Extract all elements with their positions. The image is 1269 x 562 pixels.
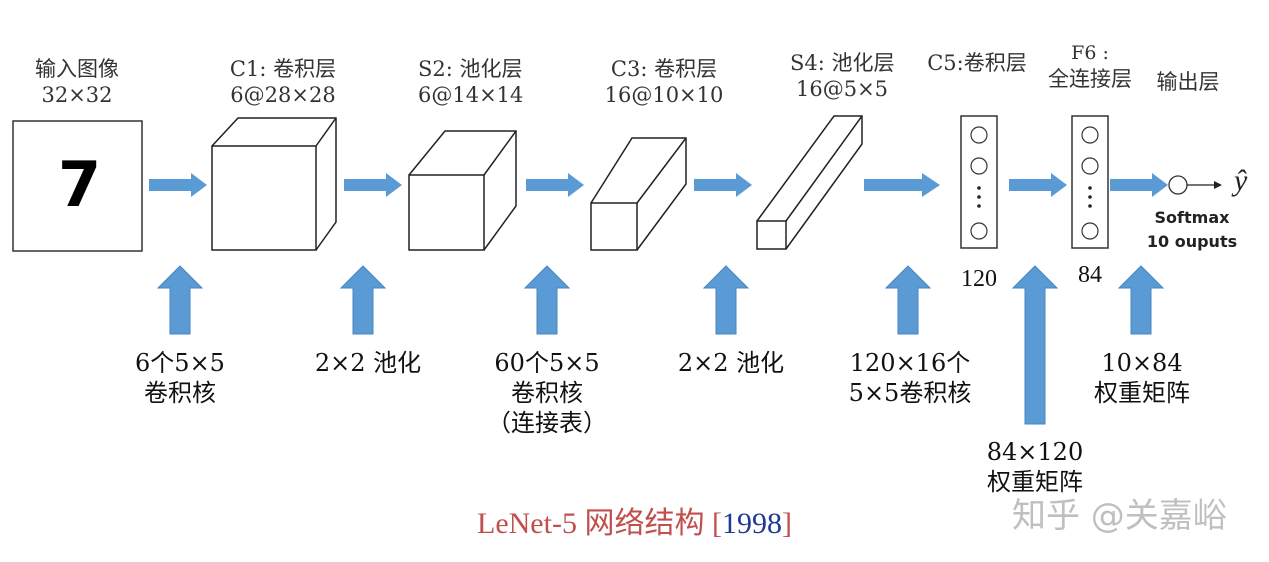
watermark: 知乎 @关嘉峪 — [1012, 496, 1227, 536]
s2-cube — [408, 130, 517, 251]
output-layer-label: 输出层 — [1156, 70, 1220, 94]
softmax-note: Softmax 10 ouputs — [1146, 208, 1238, 251]
flow-arrow-icon — [149, 173, 207, 197]
c1-layer-label: C1: 卷积层 6@28×28 — [229, 57, 337, 108]
operation-label-s4: 2×2 池化 — [677, 349, 785, 377]
operation-label-c5: 120×16个 5×5卷积核 — [848, 349, 972, 407]
flow-arrow-icon — [526, 173, 584, 197]
caption-title: LeNet-5 网络结构 — [477, 507, 705, 540]
operation-up-arrow-icon — [703, 265, 749, 335]
diagram-caption: LeNet-5 网络结构 [1998] — [477, 498, 792, 542]
c3-prism — [590, 137, 687, 251]
f6-units: 84 — [1078, 262, 1102, 288]
operation-up-arrow-icon — [524, 265, 570, 335]
flow-arrow-icon — [694, 173, 752, 197]
operation-label-c1: 6个5×5 卷积核 — [135, 349, 225, 407]
c5-node-column — [960, 115, 998, 249]
c1-cube — [211, 117, 337, 251]
caption-bracket-close: ] — [781, 507, 792, 540]
c3-layer-label: C3: 卷积层 16@10×10 — [604, 57, 724, 108]
c5-layer-label: C5:卷积层 — [927, 51, 1027, 75]
operation-label-s2: 2×2 池化 — [314, 349, 422, 377]
caption-bracket-open: [ — [711, 507, 722, 540]
output-node — [1168, 175, 1222, 195]
operation-up-arrow-icon — [885, 265, 931, 335]
f6-layer-label: F6 : 全连接层 — [1048, 42, 1132, 91]
flow-arrow-icon — [344, 173, 402, 197]
output-symbol: ŷ — [1234, 164, 1248, 197]
f6-node-column — [1071, 115, 1109, 249]
input-layer-label: 输入图像 32×32 — [35, 57, 119, 108]
operation-up-arrow-icon — [1118, 265, 1164, 335]
s4-layer-label: S4: 池化层 16@5×5 — [790, 51, 895, 102]
operation-up-arrow-icon — [1011, 265, 1059, 425]
operation-label-f6: 84×120 权重矩阵 — [986, 438, 1084, 496]
operation-up-arrow-icon — [157, 265, 203, 335]
caption-year: 1998 — [721, 507, 782, 540]
s2-layer-label: S2: 池化层 6@14×14 — [418, 57, 524, 108]
s4-prism — [756, 115, 863, 250]
operation-up-arrow-icon — [340, 265, 386, 335]
flow-arrow-icon — [1009, 173, 1067, 197]
input-digit: 7 — [58, 148, 102, 221]
operation-label-output: 10×84 权重矩阵 — [1094, 349, 1190, 407]
flow-arrow-icon — [1110, 173, 1168, 197]
flow-arrow-icon — [864, 173, 940, 197]
input-image-box — [12, 120, 143, 252]
operation-label-c3: 60个5×5 卷积核 （连接表） — [487, 349, 607, 437]
c5-units: 120 — [961, 266, 997, 292]
